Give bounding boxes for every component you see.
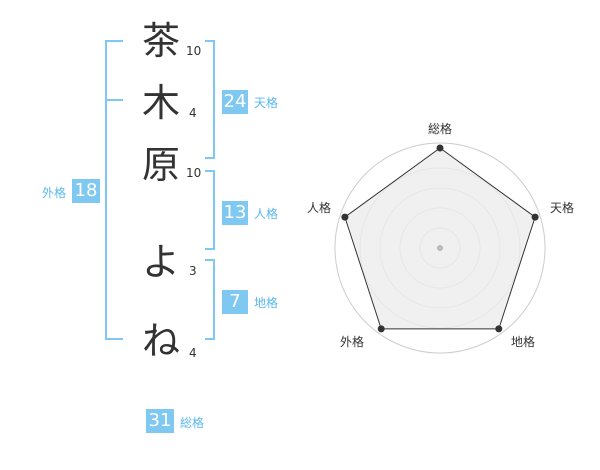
radar-label-gaikaku: 外格 bbox=[340, 335, 365, 349]
name-char-5: ね bbox=[141, 319, 180, 363]
gaikaku-bracket-tick bbox=[105, 99, 123, 101]
tenkaku-bracket bbox=[205, 40, 215, 159]
chikaku-label: 地格 bbox=[254, 296, 279, 310]
gaikaku-value: 18 bbox=[72, 179, 100, 203]
gaikaku-label: 外格 bbox=[42, 186, 67, 200]
soukaku-value: 31 bbox=[146, 409, 174, 433]
name-char-4: よ bbox=[141, 240, 180, 284]
name-char-2: 木 bbox=[141, 81, 180, 125]
chikaku-bracket bbox=[205, 259, 215, 340]
chikaku-value: 7 bbox=[222, 290, 248, 314]
radar-label-soukaku: 総格 bbox=[428, 122, 453, 136]
stroke-count-5: 4 bbox=[189, 346, 197, 360]
radar-label-jinkaku: 人格 bbox=[307, 201, 332, 215]
jinkaku-value: 13 bbox=[222, 201, 248, 225]
radar-label-tenkaku: 天格 bbox=[550, 201, 575, 215]
gaikaku-bracket bbox=[105, 40, 123, 340]
radar-center bbox=[437, 245, 443, 251]
radar-point-4 bbox=[341, 213, 349, 221]
stroke-count-2: 4 bbox=[189, 106, 197, 120]
radar-point-1 bbox=[531, 213, 539, 221]
tenkaku-value: 24 bbox=[222, 90, 248, 114]
tenkaku-label: 天格 bbox=[254, 96, 279, 110]
soukaku-label: 総格 bbox=[180, 416, 205, 430]
radar-chart bbox=[334, 142, 546, 354]
name-char-3: 原 bbox=[141, 143, 180, 187]
jinkaku-bracket bbox=[205, 170, 215, 250]
radar-points bbox=[341, 144, 539, 333]
radar-shape bbox=[344, 147, 536, 330]
jinkaku-label: 人格 bbox=[254, 207, 279, 221]
name-char-1: 茶 bbox=[141, 19, 180, 63]
radar-point-0 bbox=[436, 144, 444, 152]
stroke-count-1: 10 bbox=[186, 44, 202, 58]
radar-label-chikaku: 地格 bbox=[511, 335, 536, 349]
stroke-count-4: 3 bbox=[189, 264, 197, 278]
radar-point-2 bbox=[495, 325, 503, 333]
radar-point-3 bbox=[377, 325, 385, 333]
stroke-count-3: 10 bbox=[186, 166, 202, 180]
